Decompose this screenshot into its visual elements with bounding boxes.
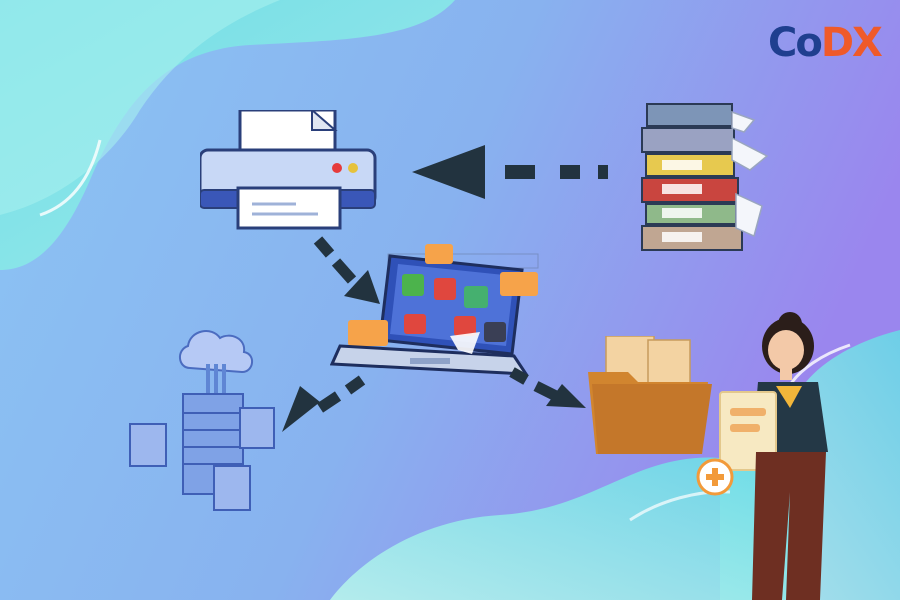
- logo-text-part2: DX: [820, 20, 883, 66]
- folder-documents-icon: [588, 336, 718, 456]
- arrowhead-laptop-to-folder: [546, 384, 586, 408]
- binders-stack-icon: [632, 98, 772, 266]
- arrow-binders-to-printer: [412, 145, 608, 199]
- arrow-laptop-to-folder: [509, 367, 559, 401]
- printer-icon: [200, 110, 380, 235]
- codx-logo: CoDX: [768, 20, 884, 66]
- laptop-files-icon: [330, 236, 550, 386]
- arrowhead-printer-to-laptop: [344, 270, 380, 304]
- woman-with-document-icon: [690, 312, 860, 600]
- arrow-laptop-to-cloud: [316, 375, 366, 413]
- arrow-printer-to-laptop: [313, 236, 357, 284]
- cloud-server-icon: [128, 318, 278, 518]
- logo-text-part1: Co: [768, 20, 823, 66]
- arrowhead-laptop-to-cloud: [282, 386, 320, 432]
